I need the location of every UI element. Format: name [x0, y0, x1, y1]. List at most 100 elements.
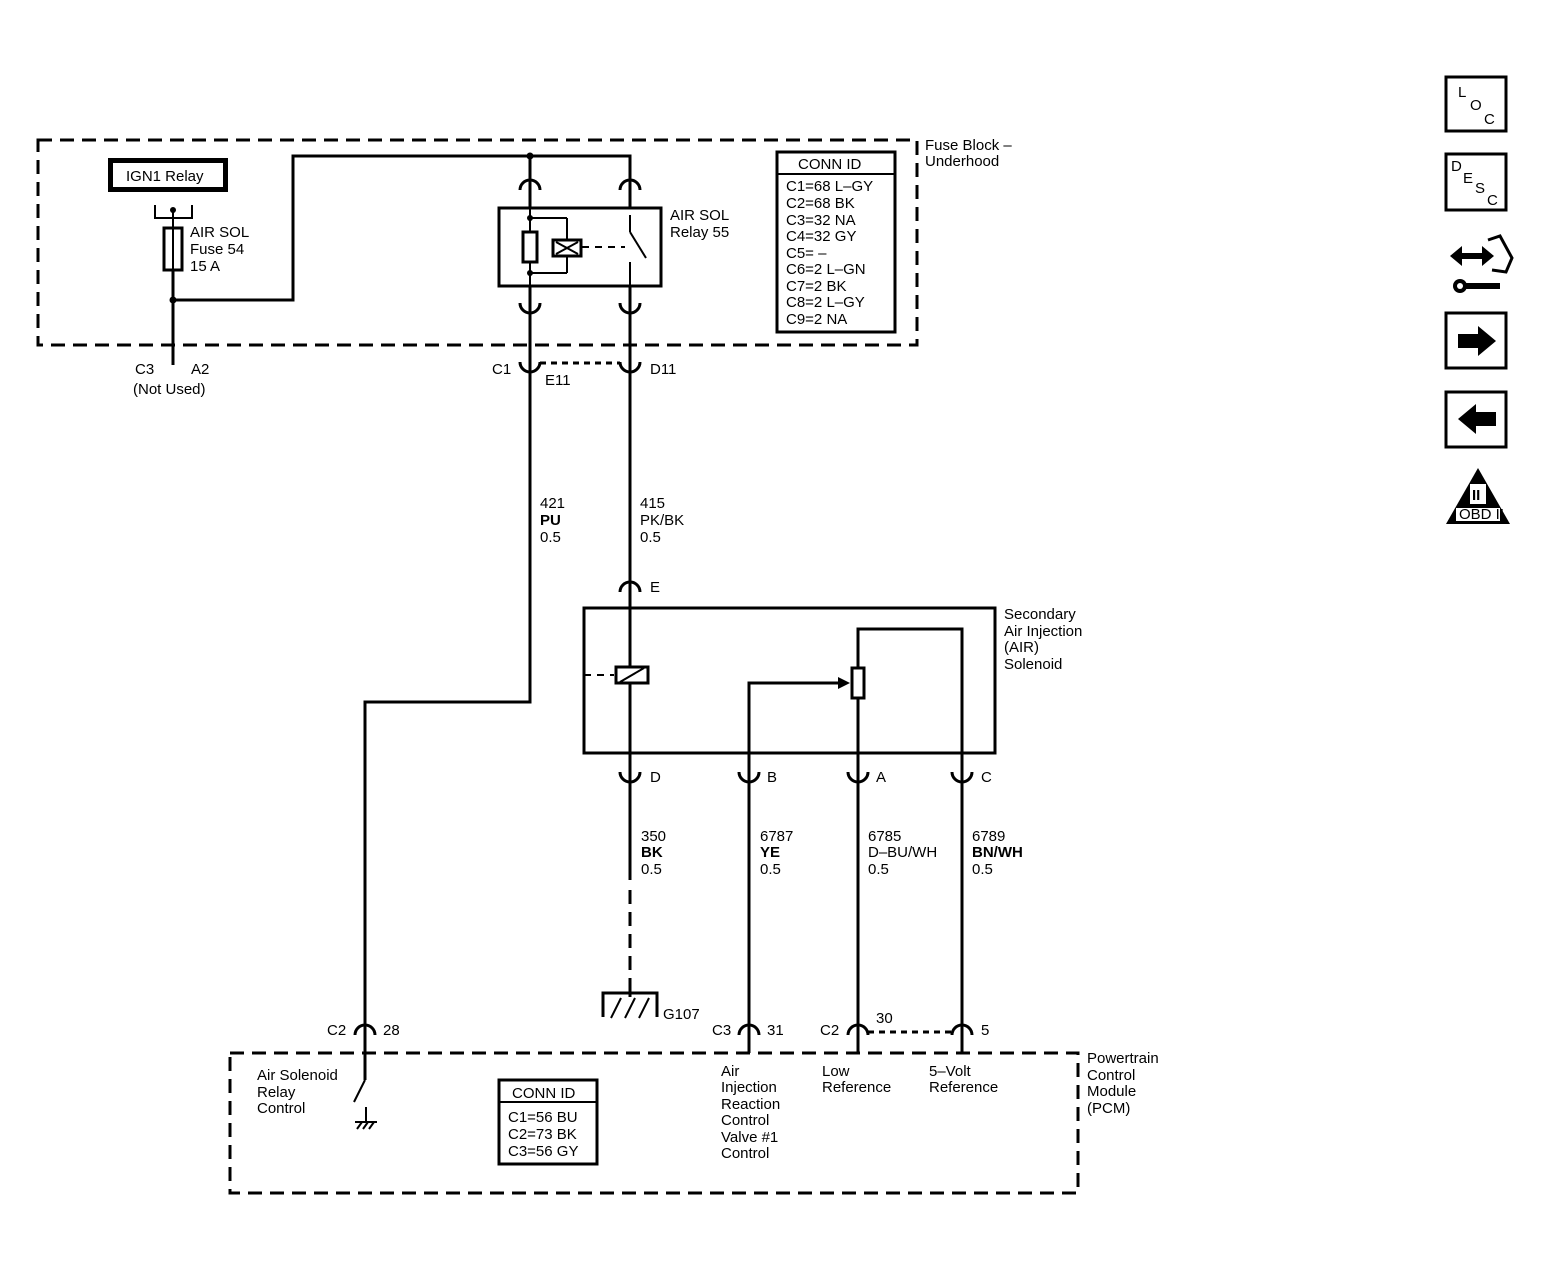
loc-button[interactable]: L O C [1444, 75, 1508, 133]
svg-text:(AIR): (AIR) [1004, 639, 1039, 656]
svg-text:0.5: 0.5 [972, 861, 993, 878]
pcm-pin-30: 30 [876, 1010, 893, 1027]
fuse-label-1: AIR SOL [190, 224, 249, 241]
svg-text:C3=56 GY: C3=56 GY [508, 1143, 578, 1160]
pcm-pin-c2-a: C2 [327, 1022, 346, 1039]
air-solenoid: E Secondary Air Injection (AIR) Solenoid… [582, 579, 1082, 786]
svg-text:PU: PU [540, 512, 561, 529]
conn-id-c1: C1=68 L–GY [786, 178, 873, 195]
svg-text:C: C [1487, 192, 1498, 209]
fuse-label-3: 15 A [190, 258, 220, 275]
pcm: Powertrain Control Module (PCM) C2 28 C3… [228, 1010, 1159, 1195]
obd-ii-button[interactable]: II OBD II [1446, 468, 1510, 524]
conn-id-c7: C7=2 BK [786, 278, 846, 295]
svg-text:D–BU/WH: D–BU/WH [868, 844, 937, 861]
pcm-pin-5: 5 [981, 1022, 989, 1039]
svg-text:OBD II: OBD II [1459, 506, 1504, 523]
fuse-label-2: Fuse 54 [190, 241, 244, 258]
svg-text:S: S [1475, 180, 1485, 197]
svg-text:Air: Air [721, 1063, 739, 1080]
arrow-right-icon [1458, 326, 1496, 356]
pin-d-label: D [650, 769, 661, 786]
fuse-block-conn-id-table [775, 150, 897, 334]
next-page-button[interactable] [1444, 311, 1508, 370]
conn-id-c8: C8=2 L–GY [786, 294, 865, 311]
conn-id-title: CONN ID [798, 156, 862, 173]
wire-415: 415 PK/BK 0.5 [628, 365, 684, 590]
svg-text:E: E [1463, 170, 1473, 187]
svg-text:Reference: Reference [822, 1079, 891, 1096]
conn-id-c2: C2=68 BK [786, 195, 855, 212]
pcm-pin-c2-b: C2 [820, 1022, 839, 1039]
svg-text:6789: 6789 [972, 828, 1005, 845]
svg-text:415: 415 [640, 495, 665, 512]
relay-label-1: AIR SOL [670, 207, 729, 224]
svg-text:BN/WH: BN/WH [972, 844, 1023, 861]
not-used-label: (Not Used) [133, 381, 206, 398]
svg-text:5–Volt: 5–Volt [929, 1063, 972, 1080]
svg-text:(PCM): (PCM) [1087, 1100, 1130, 1117]
ground-g107: G107 [601, 990, 700, 1023]
relay-label-2: Relay 55 [670, 224, 729, 241]
svg-text:Reaction: Reaction [721, 1096, 780, 1113]
pin-e11-label: E11 [545, 372, 571, 389]
svg-text:C2=73 BK: C2=73 BK [508, 1126, 577, 1143]
pin-a2-label: A2 [191, 361, 209, 378]
svg-text:BK: BK [641, 844, 663, 861]
svg-text:D: D [1451, 158, 1462, 175]
svg-text:6785: 6785 [868, 828, 901, 845]
svg-text:Module: Module [1087, 1083, 1136, 1100]
svg-text:0.5: 0.5 [760, 861, 781, 878]
wire-421: 421 PU 0.5 [363, 365, 565, 1035]
svg-text:Air Injection: Air Injection [1004, 623, 1082, 640]
wire-6787: 6787 YE 0.5 [747, 780, 793, 1035]
air-solenoid-box [582, 606, 997, 755]
previous-page-button[interactable] [1444, 390, 1508, 449]
pin-d11-label: D11 [650, 361, 676, 378]
svg-text:PK/BK: PK/BK [640, 512, 684, 529]
pin-b-label: B [767, 769, 777, 786]
wire-6789: 6789 BN/WH 0.5 [960, 780, 1023, 1035]
connector-service-icon[interactable] [1450, 234, 1514, 293]
fuse-block-connectors: C3 A2 (Not Used) C1 E11 D11 [133, 361, 676, 398]
pin-a-label: A [876, 769, 886, 786]
pcm-pin-c3: C3 [712, 1022, 731, 1039]
wire-6785: 6785 D–BU/WH 0.5 [856, 780, 937, 1035]
pin-c3-label: C3 [135, 361, 154, 378]
g107-label: G107 [663, 1006, 700, 1023]
svg-text:II: II [1472, 487, 1480, 504]
svg-text:CONN ID: CONN ID [512, 1085, 576, 1102]
conn-id-c9: C9=2 NA [786, 311, 847, 328]
svg-text:421: 421 [540, 495, 565, 512]
svg-text:0.5: 0.5 [640, 529, 661, 546]
svg-text:0.5: 0.5 [868, 861, 889, 878]
svg-text:Air Solenoid: Air Solenoid [257, 1067, 338, 1084]
svg-text:Valve #1: Valve #1 [721, 1129, 778, 1146]
svg-text:6787: 6787 [760, 828, 793, 845]
fuse-block-title-1: Fuse Block – [925, 137, 1012, 154]
svg-text:350: 350 [641, 828, 666, 845]
pin-c-label: C [981, 769, 992, 786]
pcm-conn-id-table [497, 1078, 599, 1166]
svg-text:Reference: Reference [929, 1079, 998, 1096]
svg-text:Solenoid: Solenoid [1004, 656, 1062, 673]
ign1-relay-label: IGN1 Relay [126, 168, 204, 185]
svg-text:L: L [1458, 84, 1466, 101]
svg-text:Control: Control [257, 1100, 305, 1117]
fuse-block-title-2: Underhood [925, 153, 999, 170]
svg-text:Secondary: Secondary [1004, 606, 1076, 623]
pcm-pin-31: 31 [767, 1022, 784, 1039]
svg-text:O: O [1470, 97, 1482, 114]
conn-id-c3: C3=32 NA [786, 212, 856, 229]
svg-text:C1=56 BU: C1=56 BU [508, 1109, 578, 1126]
svg-text:Control: Control [721, 1145, 769, 1162]
svg-text:Control: Control [1087, 1067, 1135, 1084]
arrow-left-icon [1458, 404, 1496, 434]
conn-id-c5: C5= – [786, 245, 827, 262]
svg-text:Control: Control [721, 1112, 769, 1129]
conn-id-c4: C4=32 GY [786, 228, 856, 245]
desc-button[interactable]: D E S C [1444, 152, 1508, 212]
pin-c1-label: C1 [492, 361, 511, 378]
pin-e-label: E [650, 579, 660, 596]
